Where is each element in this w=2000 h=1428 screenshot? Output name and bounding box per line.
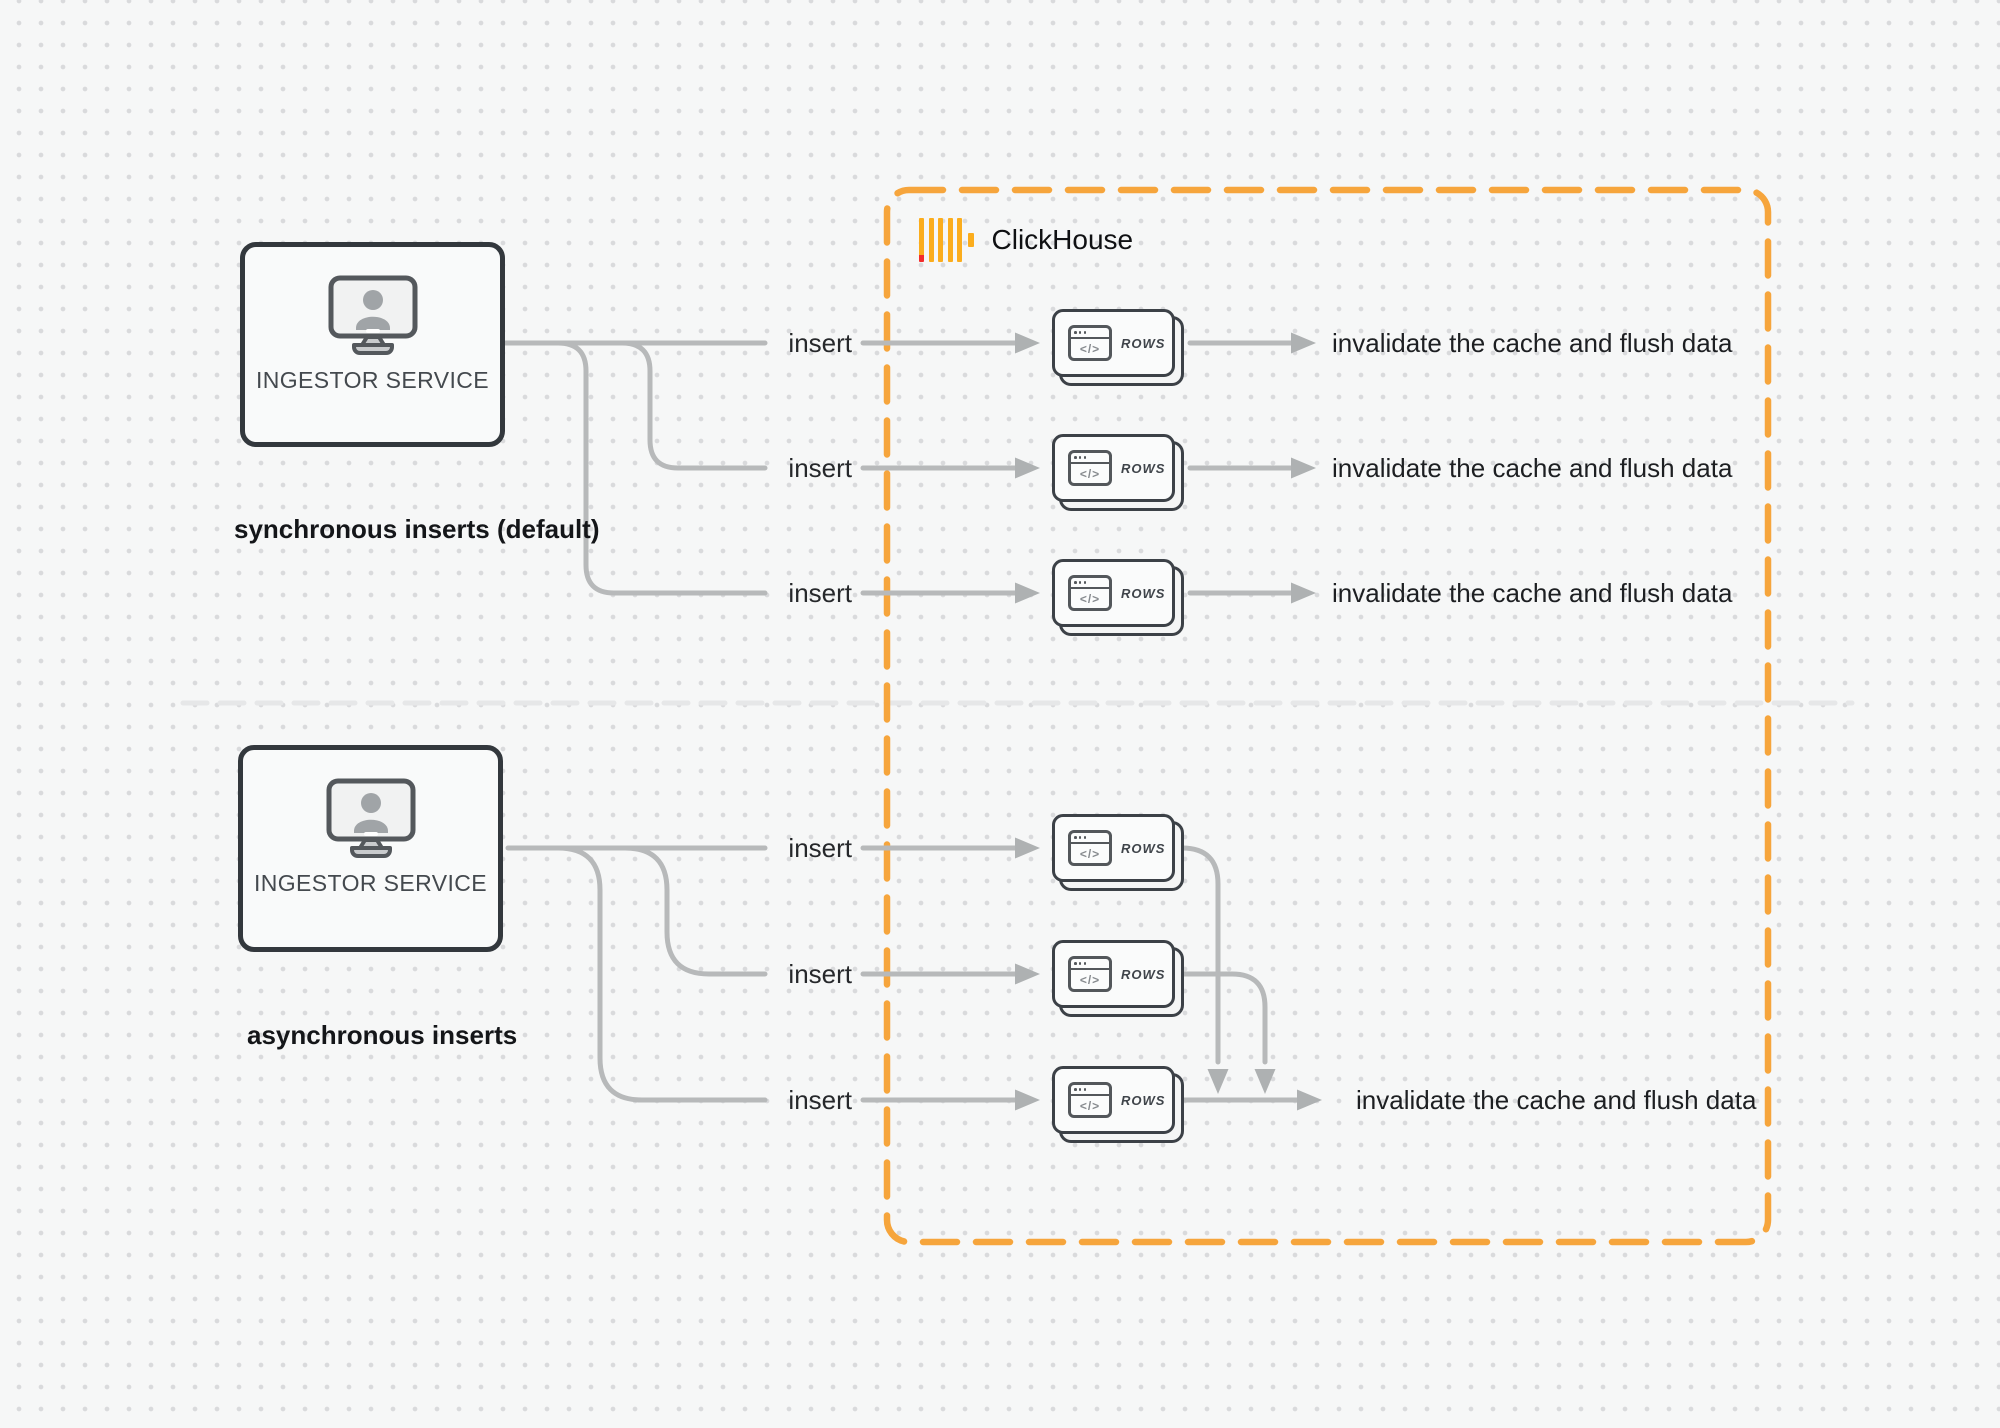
ingestor-service-label: INGESTOR SERVICE: [255, 367, 490, 393]
browser-icon-header: [1071, 578, 1109, 589]
logo-bar-short: [967, 233, 974, 247]
browser-code-icon: </>: [1068, 1082, 1112, 1118]
insert-label: insert: [788, 578, 852, 608]
rows-label: ROWS: [1121, 335, 1166, 351]
rows-label: ROWS: [1121, 460, 1166, 476]
section-label-async: asynchronous inserts: [247, 1020, 518, 1050]
invalidate-label: invalidate the cache and flush data: [1356, 1085, 1757, 1115]
code-glyph: </>: [1079, 591, 1101, 606]
browser-icon-header: [1071, 959, 1109, 970]
clickhouse-logo-icon: [919, 218, 974, 262]
logo-bar: [938, 218, 943, 262]
browser-code-icon: </>: [1068, 830, 1112, 866]
ingestor-service-box-async: INGESTOR SERVICE: [238, 745, 503, 952]
rows-label: ROWS: [1121, 840, 1166, 856]
rows-card: </> ROWS: [1052, 559, 1175, 627]
rows-label: ROWS: [1121, 1092, 1166, 1108]
flow-lines: [502, 340, 1301, 1103]
browser-icon-header: [1071, 833, 1109, 844]
rows-card: </> ROWS: [1052, 940, 1175, 1008]
browser-code-icon: </>: [1068, 325, 1112, 361]
insert-label: insert: [788, 959, 852, 989]
invalidate-label: invalidate the cache and flush data: [1332, 328, 1733, 358]
browser-icon-header: [1071, 328, 1109, 339]
logo-bar: [919, 218, 924, 262]
browser-icon-header: [1071, 453, 1109, 464]
clickhouse-title: ClickHouse: [991, 224, 1134, 255]
ingestor-service-label: INGESTOR SERVICE: [253, 870, 488, 896]
insert-label: insert: [788, 1085, 852, 1115]
section-label-sync: synchronous inserts (default): [234, 514, 600, 544]
browser-code-icon: </>: [1068, 450, 1112, 486]
monitor-user-icon: [326, 778, 415, 858]
code-glyph: </>: [1079, 341, 1101, 356]
browser-code-icon: </>: [1068, 956, 1112, 992]
rows-label: ROWS: [1121, 966, 1166, 982]
rows-label: ROWS: [1121, 585, 1166, 601]
code-glyph: </>: [1079, 972, 1101, 987]
rows-card: </> ROWS: [1052, 309, 1175, 377]
clickhouse-logo: ClickHouse: [919, 218, 1133, 262]
clickhouse-boundary-box: [883, 186, 1772, 1246]
rows-card: </> ROWS: [1052, 1066, 1175, 1134]
code-glyph: </>: [1079, 846, 1101, 861]
logo-bar: [957, 218, 962, 262]
rows-card: </> ROWS: [1052, 434, 1175, 502]
insert-label: insert: [788, 833, 852, 863]
monitor-user-icon: [328, 275, 417, 355]
invalidate-label: invalidate the cache and flush data: [1332, 578, 1733, 608]
ingestor-service-box-sync: INGESTOR SERVICE: [240, 242, 505, 447]
browser-icon-header: [1071, 1085, 1109, 1096]
logo-bar: [947, 218, 953, 262]
rows-card: </> ROWS: [1052, 814, 1175, 882]
insert-label: insert: [788, 453, 852, 483]
logo-bar: [928, 218, 934, 262]
arrowheads: [1015, 332, 1322, 1111]
browser-code-icon: </>: [1068, 575, 1112, 611]
code-glyph: </>: [1079, 466, 1101, 481]
code-glyph: </>: [1079, 1098, 1101, 1113]
invalidate-label: invalidate the cache and flush data: [1332, 453, 1733, 483]
insert-label: insert: [788, 328, 852, 358]
